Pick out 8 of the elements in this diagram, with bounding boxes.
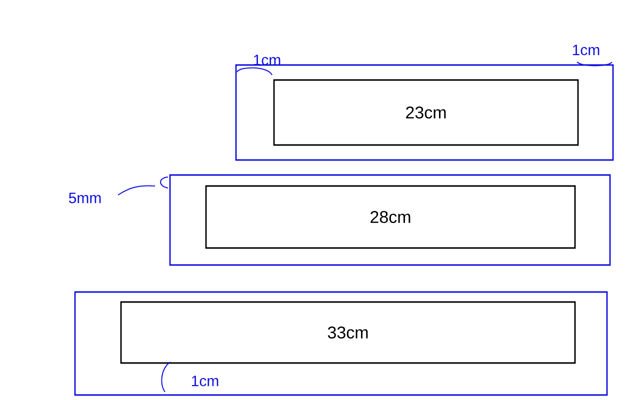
- inner-box: 28cm: [205, 185, 576, 249]
- inner-box: 33cm: [120, 301, 576, 364]
- outer-frame: [74, 291, 608, 396]
- outer-frame: [235, 64, 614, 161]
- outer-frame: [169, 174, 611, 266]
- dimension-label: 1cm: [572, 44, 600, 56]
- inner-box: 23cm: [273, 79, 579, 146]
- dimension-label: 5mm: [68, 192, 101, 204]
